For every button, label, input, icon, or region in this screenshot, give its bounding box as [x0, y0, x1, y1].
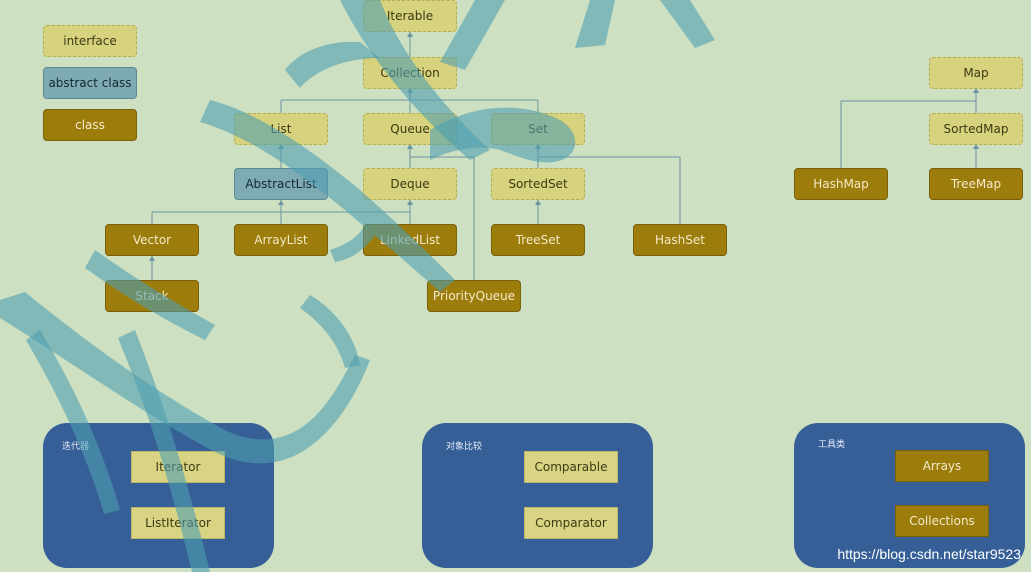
node-list: List: [234, 113, 328, 145]
node-priorityqueue: PriorityQueue: [427, 280, 521, 312]
node-queue-label: Queue: [390, 122, 429, 136]
node-collection-label: Collection: [380, 66, 439, 80]
node-vector: Vector: [105, 224, 199, 256]
node-deque-label: Deque: [390, 177, 429, 191]
node-iterable: Iterable: [363, 0, 457, 32]
source-credit: https://blog.csdn.net/star9523: [837, 546, 1021, 562]
node-map: Map: [929, 57, 1023, 89]
node-collection: Collection: [363, 57, 457, 89]
panel-item-collections: Collections: [895, 505, 989, 537]
node-hashset-label: HashSet: [655, 233, 705, 247]
legend-interface: interface: [43, 25, 137, 57]
panel-iterators-title: 迭代器: [62, 439, 89, 452]
node-sortedset: SortedSet: [491, 168, 585, 200]
node-stack-label: Stack: [135, 289, 168, 303]
legend-interface-label: interface: [63, 34, 117, 48]
node-linkedlist: LinkedList: [363, 224, 457, 256]
node-treeset: TreeSet: [491, 224, 585, 256]
node-sortedmap: SortedMap: [929, 113, 1023, 145]
panel-item-listiterator: ListIterator: [131, 507, 225, 539]
legend-abstract-class-label: abstract class: [48, 76, 131, 90]
node-arraylist-label: ArrayList: [254, 233, 307, 247]
legend-class-label: class: [75, 118, 105, 132]
node-linkedlist-label: LinkedList: [380, 233, 440, 247]
node-treeset-label: TreeSet: [516, 233, 561, 247]
node-arraylist: ArrayList: [234, 224, 328, 256]
node-deque: Deque: [363, 168, 457, 200]
node-hashmap-label: HashMap: [813, 177, 869, 191]
panel-utilities-title: 工具类: [818, 437, 845, 450]
node-set: Set: [491, 113, 585, 145]
node-treemap: TreeMap: [929, 168, 1023, 200]
node-treemap-label: TreeMap: [951, 177, 1001, 191]
panel-comparison-title: 对象比较: [446, 439, 482, 452]
node-stack: Stack: [105, 280, 199, 312]
panel-item-arrays: Arrays: [895, 450, 989, 482]
node-hashset: HashSet: [633, 224, 727, 256]
node-priorityqueue-label: PriorityQueue: [433, 289, 515, 303]
panel-item-iterator: Iterator: [131, 451, 225, 483]
node-vector-label: Vector: [133, 233, 171, 247]
node-abstractlist-label: AbstractList: [245, 177, 316, 191]
node-queue: Queue: [363, 113, 457, 145]
node-sortedmap-label: SortedMap: [944, 122, 1009, 136]
panel-item-comparable: Comparable: [524, 451, 618, 483]
node-abstractlist: AbstractList: [234, 168, 328, 200]
node-iterable-label: Iterable: [387, 9, 433, 23]
node-map-label: Map: [963, 66, 988, 80]
legend-abstract-class: abstract class: [43, 67, 137, 99]
panel-item-comparator: Comparator: [524, 507, 618, 539]
node-list-label: List: [271, 122, 292, 136]
legend-class: class: [43, 109, 137, 141]
node-sortedset-label: SortedSet: [508, 177, 567, 191]
node-hashmap: HashMap: [794, 168, 888, 200]
node-set-label: Set: [528, 122, 548, 136]
